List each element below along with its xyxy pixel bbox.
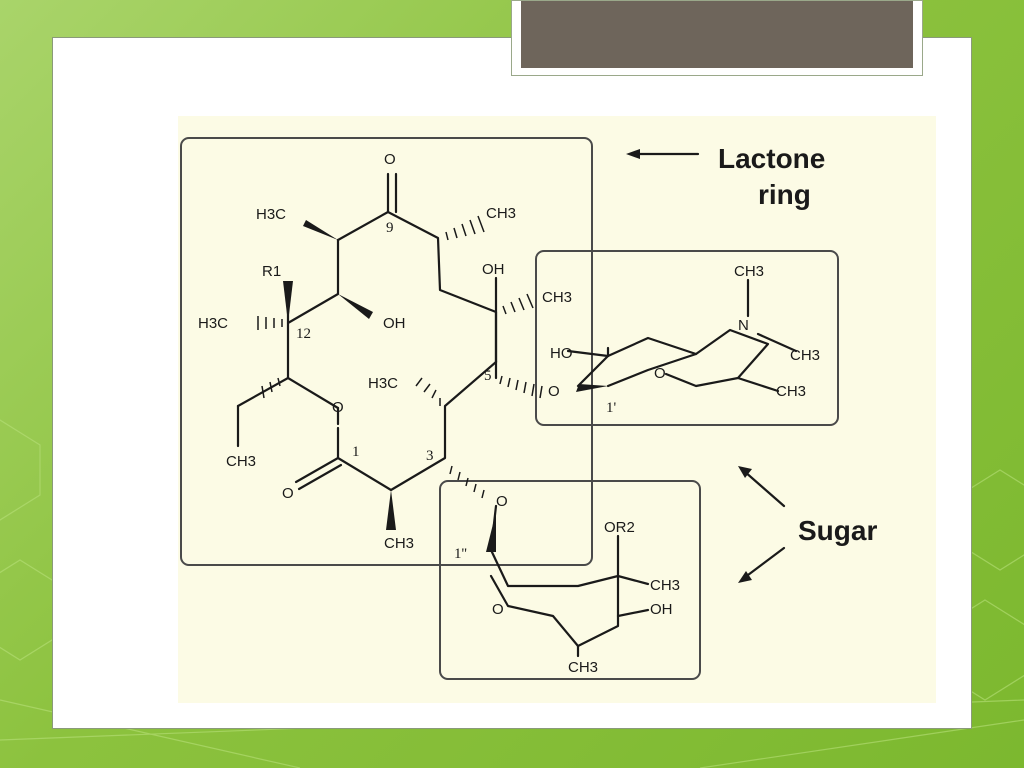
sugar-arrow-up — [742, 469, 786, 508]
atom-oh-mid: OH — [383, 315, 406, 332]
position-5: 5 — [484, 368, 492, 384]
atom-o-carbonyl: O — [282, 485, 294, 502]
slide-content: O H3C CH3 R1 H3C OH OH CH3 H3C O CH3 O C… — [52, 37, 972, 729]
label-sugar: Sugar — [798, 515, 877, 546]
atom-h3c: H3C — [256, 206, 286, 223]
atom-ch3-sugar1: CH3 — [776, 383, 806, 400]
atom-ch3-n-right: CH3 — [790, 347, 820, 364]
structure-diagram: O H3C CH3 R1 H3C OH OH CH3 H3C O CH3 O C… — [180, 137, 877, 680]
sugar-arrowhead-down — [738, 571, 752, 583]
atom-ch3-ethyl: CH3 — [226, 453, 256, 470]
atom-ho-sugar1: HO — [550, 345, 573, 362]
label-ring: ring — [758, 179, 811, 210]
position-1-prime: 1' — [606, 400, 617, 416]
position-9: 9 — [386, 220, 394, 236]
atom-r1: R1 — [262, 263, 281, 280]
atom-h3c-c6: H3C — [368, 375, 398, 392]
atom-or2: OR2 — [604, 519, 635, 536]
lactone-arrowhead — [626, 149, 640, 159]
sugar2-bonds — [486, 504, 650, 658]
sugar2-box — [439, 480, 701, 680]
title-placeholder — [511, 0, 923, 76]
atom-ch3-top: CH3 — [486, 205, 516, 222]
sugar1-bonds — [566, 278, 798, 393]
atom-ch3-sugar2: CH3 — [650, 577, 680, 594]
lactone-ring-box — [180, 137, 593, 566]
atom-h3c-12: H3C — [198, 315, 228, 332]
atom-oh-sugar2: OH — [650, 601, 673, 618]
position-1-double-prime: 1'' — [454, 546, 467, 562]
atom-ch3-sugar2-bottom: CH3 — [568, 659, 598, 676]
atom-o-ester: O — [332, 399, 344, 416]
atom-o-ring2: O — [492, 601, 504, 618]
sugar1-box — [535, 250, 839, 426]
sugar-arrow-down — [742, 546, 786, 580]
position-1: 1 — [352, 444, 360, 460]
title-bar — [521, 1, 913, 68]
atom-o-link2: O — [496, 493, 508, 510]
atom-n: N — [738, 317, 749, 334]
position-12: 12 — [296, 326, 311, 342]
atom-o-ketone: O — [384, 151, 396, 168]
atom-o-ring1: O — [654, 365, 666, 382]
atom-o-link1: O — [548, 383, 560, 400]
atom-oh-top: OH — [482, 261, 505, 278]
sugar-arrowhead-up — [738, 466, 752, 478]
macrolide-structure-figure: O H3C CH3 R1 H3C OH OH CH3 H3C O CH3 O C… — [178, 116, 936, 703]
lactone-ring-bonds — [236, 172, 543, 530]
label-lactone: Lactone — [718, 143, 825, 174]
atom-ch3-n-top: CH3 — [734, 263, 764, 280]
atom-ch3-c5: CH3 — [542, 289, 572, 306]
atom-ch3-bottom: CH3 — [384, 535, 414, 552]
position-3: 3 — [426, 448, 434, 464]
